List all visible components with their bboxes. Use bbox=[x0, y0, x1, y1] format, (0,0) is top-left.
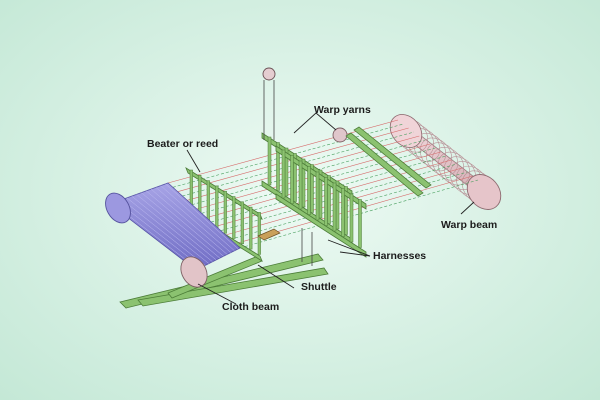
back-roller bbox=[332, 127, 348, 143]
pulley bbox=[262, 67, 276, 81]
label-harnesses: Harnesses bbox=[373, 250, 426, 262]
label-warp-yarns: Warp yarns bbox=[314, 104, 371, 116]
label-beater-or-reed: Beater or reed bbox=[147, 138, 218, 150]
shuttle bbox=[257, 228, 281, 241]
treadles bbox=[119, 253, 329, 309]
harnesses bbox=[261, 67, 367, 266]
side-rails bbox=[345, 126, 432, 197]
label-shuttle: Shuttle bbox=[301, 281, 337, 293]
cloth-beam bbox=[105, 182, 241, 288]
label-cloth-beam: Cloth beam bbox=[222, 301, 279, 313]
warp-beam bbox=[389, 114, 502, 210]
leader-lines bbox=[186, 112, 475, 305]
label-warp-beam: Warp beam bbox=[441, 219, 497, 231]
